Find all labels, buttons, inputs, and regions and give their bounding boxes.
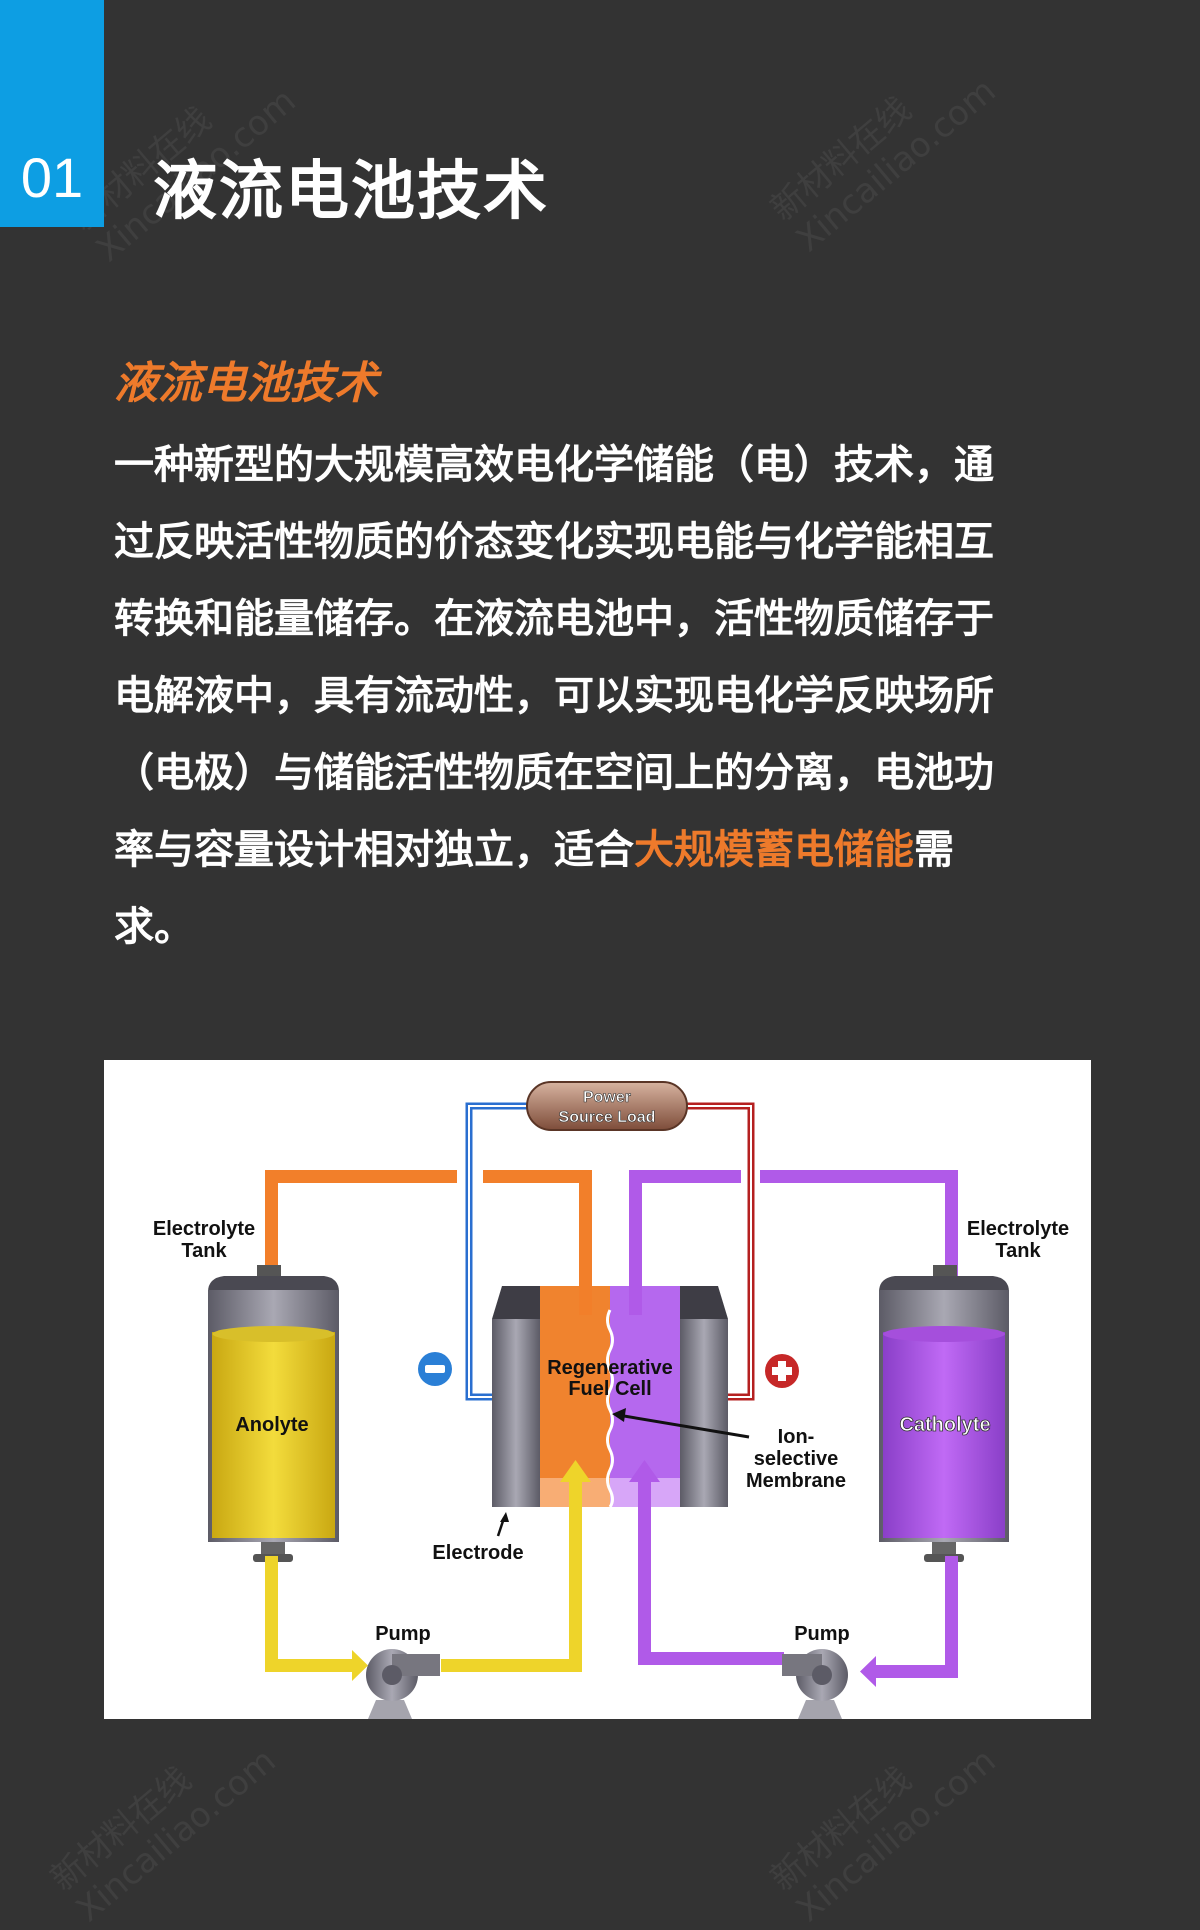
body-line: （电极）与储能活性物质在空间上的分离，电池功	[114, 750, 994, 796]
power-label: Source Load	[559, 1109, 656, 1126]
section-subtitle: 液流电池技术	[114, 358, 378, 409]
anolyte-tank	[208, 1265, 339, 1562]
body-line: 电解液中，具有流动性，可以实现电化学反映场所	[114, 673, 994, 719]
membrane-pointer	[617, 1413, 750, 1439]
section-number-badge	[0, 0, 104, 227]
power-source-load	[526, 1081, 688, 1131]
catholyte-label: Catholyte	[899, 1414, 990, 1436]
body-line: 求。	[114, 904, 194, 950]
section-number: 01	[20, 146, 84, 209]
body-line: 率与容量设计相对独立，适合大规模蓄电储能需	[114, 823, 1074, 900]
highlight-text: 大规模蓄电储能	[634, 827, 914, 873]
left-tank-label: Electrolyte	[153, 1218, 255, 1240]
section-body: 一种新型的大规模高效电化学储能（电）技术，通 过反映活性物质的价态变化实现电能与…	[114, 438, 1074, 977]
membrane-label: Ion-	[778, 1426, 815, 1448]
negative-wire	[465, 1102, 529, 1401]
anolyte-feed-pipe	[265, 1460, 591, 1681]
power-label: Power	[583, 1089, 631, 1106]
body-text: 率与容量设计相对独立，适合	[114, 827, 634, 873]
right-tank-label: Electrolyte	[967, 1218, 1069, 1240]
anolyte-label: Anolyte	[235, 1414, 308, 1436]
membrane-label: selective	[754, 1448, 839, 1470]
pump-right-label: Pump	[794, 1623, 850, 1645]
membrane-label: Membrane	[746, 1470, 846, 1492]
page-title: 液流电池技术	[153, 155, 549, 229]
minus-icon	[418, 1352, 452, 1386]
plus-icon	[765, 1354, 799, 1388]
body-line: 过反映活性物质的价态变化实现电能与化学能相互	[114, 519, 994, 565]
pump-right-icon	[782, 1649, 848, 1719]
cell-label: Fuel Cell	[568, 1378, 651, 1400]
flow-battery-diagram: Power Source Load	[104, 1060, 1091, 1719]
catholyte-tank	[879, 1265, 1009, 1562]
body-text: 需	[914, 827, 954, 873]
body-line: 一种新型的大规模高效电化学储能（电）技术，通	[114, 442, 994, 488]
right-tank-label: Tank	[995, 1240, 1041, 1262]
electrode-label: Electrode	[432, 1542, 523, 1564]
positive-wire	[685, 1102, 755, 1401]
cell-label: Regenerative	[547, 1357, 673, 1379]
pump-left-label: Pump	[375, 1623, 431, 1645]
catholyte-feed-pipe	[629, 1460, 958, 1687]
body-line: 转换和能量储存。在液流电池中，活性物质储存于	[114, 596, 994, 642]
pump-left-icon	[366, 1649, 440, 1719]
left-tank-label: Tank	[181, 1240, 227, 1262]
